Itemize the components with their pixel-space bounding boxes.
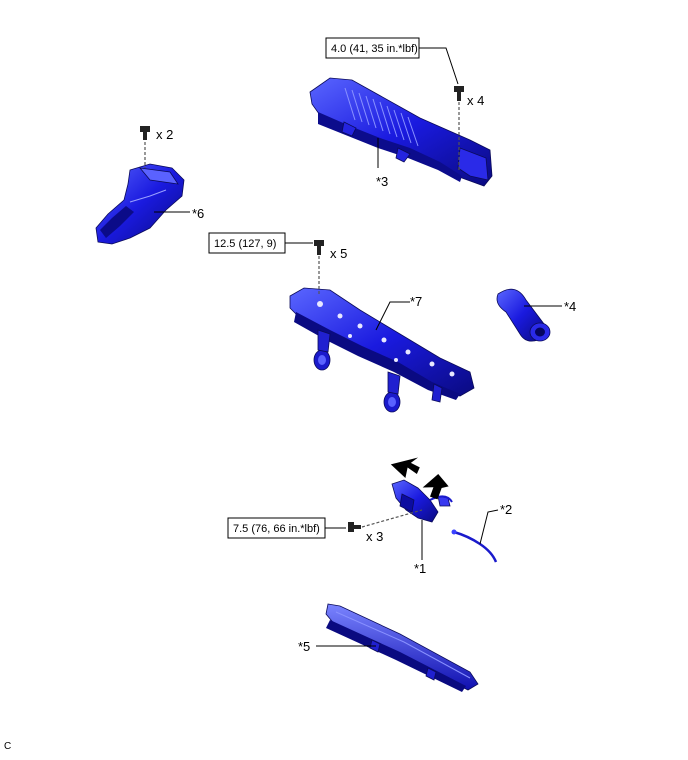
qty-top-right: x 4 <box>467 93 484 108</box>
leader-line <box>419 47 459 85</box>
bolt-icon <box>314 240 324 255</box>
bolt-axis-line <box>361 509 423 528</box>
part-2-cable <box>451 529 498 563</box>
qty-lower: x 3 <box>366 529 383 544</box>
bolt-icon <box>348 522 361 532</box>
bolt-icon <box>454 86 464 101</box>
torque-spec-middle: 12.5 (127, 9) <box>208 232 286 254</box>
arrow-icon <box>422 474 449 500</box>
part-4-hose <box>496 288 551 342</box>
torque-spec-lower-text: 7.5 (76, 66 in.*lbf) <box>233 523 320 535</box>
leader-line <box>375 301 410 331</box>
qty-top-left: x 2 <box>156 127 173 142</box>
torque-spec-lower: 7.5 (76, 66 in.*lbf) <box>227 517 326 539</box>
callout-2: *2 <box>500 502 512 517</box>
part-1-assembly <box>391 479 453 523</box>
leader-line <box>479 509 499 545</box>
qty-middle: x 5 <box>330 246 347 261</box>
callout-7: *7 <box>410 294 422 309</box>
bolt-icon <box>140 126 150 140</box>
part-6-air-inlet <box>95 163 185 245</box>
part-3-air-duct <box>309 77 493 187</box>
arrow-icon <box>390 457 420 479</box>
torque-spec-middle-text: 12.5 (127, 9) <box>214 238 276 250</box>
callout-6: *6 <box>192 206 204 221</box>
torque-spec-top-text: 4.0 (41, 35 in.*lbf) <box>331 43 418 55</box>
part-7-bracket <box>289 287 475 413</box>
callout-3: *3 <box>376 174 388 189</box>
callout-4: *4 <box>564 299 576 314</box>
callout-1: *1 <box>414 561 426 576</box>
torque-spec-top: 4.0 (41, 35 in.*lbf) <box>325 37 420 59</box>
figure-code: C <box>4 741 11 752</box>
part-5-rail <box>325 603 479 692</box>
callout-5: *5 <box>298 639 310 654</box>
